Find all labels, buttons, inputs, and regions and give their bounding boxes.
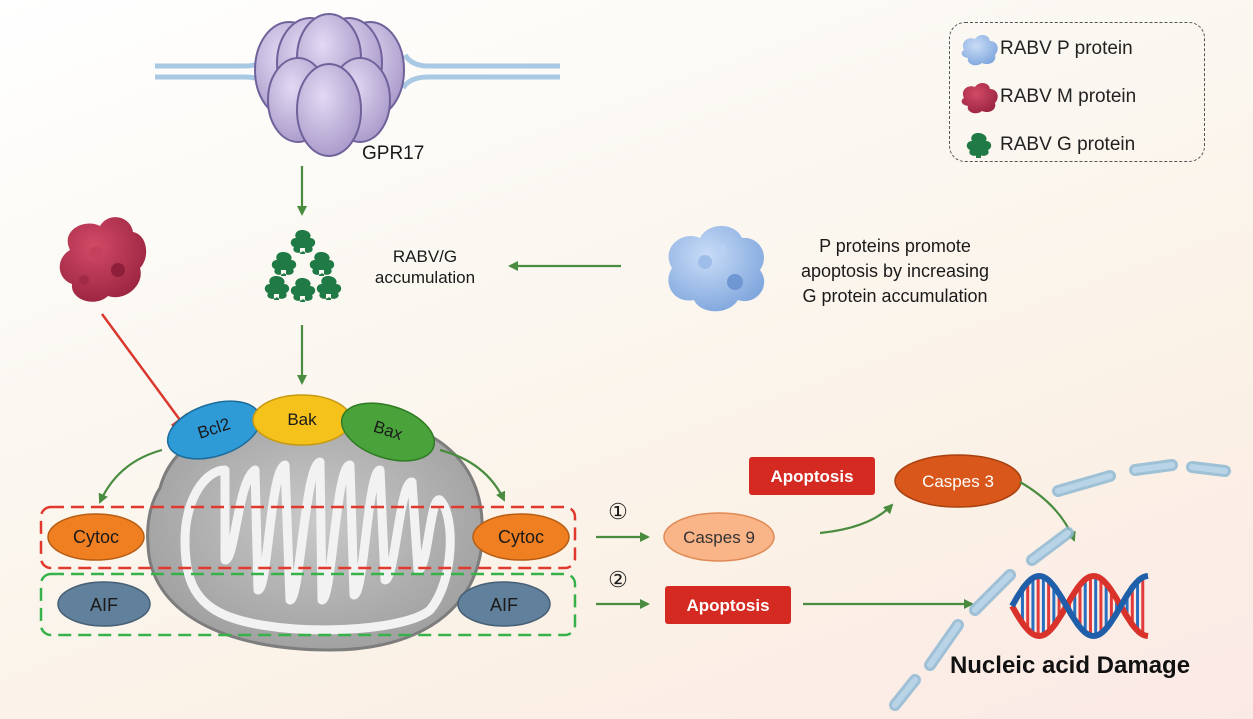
legend-g-protein-icon: [966, 133, 992, 158]
cytoc-right: [472, 513, 570, 561]
bak-label: Bak: [287, 410, 317, 429]
gpr17-label: GPR17: [362, 143, 425, 164]
legend-g-protein-label: RABV G protein: [1000, 134, 1136, 155]
apoptosis-box-1: [749, 457, 875, 495]
cytoc-left-label: Cytoc: [72, 527, 119, 547]
cytoc-left: [47, 513, 145, 561]
caspase9-shape: [663, 512, 775, 562]
g-protein-icon: [264, 276, 290, 300]
p-protein-icon: [668, 226, 765, 312]
aif-left-label: AIF: [89, 595, 118, 615]
apoptosis-label-1: Apoptosis: [770, 467, 854, 486]
caspase9-label: Caspes 9: [683, 528, 755, 547]
legend-m-protein-label: RABV M protein: [1000, 86, 1137, 107]
legend-m-protein-icon: [961, 83, 998, 114]
arrow-caspase9-to-caspase3: [819, 503, 894, 535]
aif-left: [57, 581, 151, 627]
pathway-marker-2: ②: [608, 567, 628, 592]
g-protein-icon: [290, 230, 316, 254]
cytoskeleton-filaments-inner: [892, 462, 1228, 708]
g-protein-icon: [309, 252, 335, 276]
caspase3-shape: [894, 454, 1022, 508]
legend-box: RABV P protein RABV M protein RABV G pro…: [949, 22, 1205, 162]
legend-p-protein-icon: [961, 35, 998, 66]
aif-right: [457, 581, 551, 627]
g-protein-icon: [290, 278, 316, 302]
pathway-marker-1: ①: [608, 499, 628, 524]
legend-p-protein-label: RABV P protein: [1000, 38, 1133, 59]
arrow-bcl2-to-cytoc: [98, 448, 163, 504]
caspase3-label: Caspes 3: [922, 472, 994, 491]
cytoc-right-label: Cytoc: [497, 527, 544, 547]
bax-protein: [340, 402, 436, 462]
g-protein-icon: [316, 276, 342, 300]
aif-release-box: [39, 572, 577, 637]
apoptosis-label-2: Apoptosis: [686, 596, 770, 615]
arrow-bax-to-cytoc: [439, 448, 506, 502]
aif-right-label: AIF: [489, 595, 518, 615]
m-protein-icon: [59, 217, 147, 302]
dna-strand-blue: [1009, 572, 1149, 640]
nucleic-acid-damage-label: Nucleic acid Damage: [949, 652, 1191, 679]
g-protein-icon: [271, 252, 297, 276]
p-protein-note: P proteins promote apoptosis by increasi…: [800, 236, 990, 307]
apoptosis-box-2: [665, 586, 791, 624]
inhibition-line: [100, 313, 182, 421]
accumulation-label: RABV/G accumulation: [374, 247, 476, 288]
g-protein-cluster-icon: [264, 230, 342, 302]
cytoc-release-box: [39, 505, 577, 570]
dna-helix-icon: [1009, 572, 1149, 640]
gpr17-receptor-icon: [254, 13, 405, 157]
dna-strand-red: [1009, 572, 1149, 640]
